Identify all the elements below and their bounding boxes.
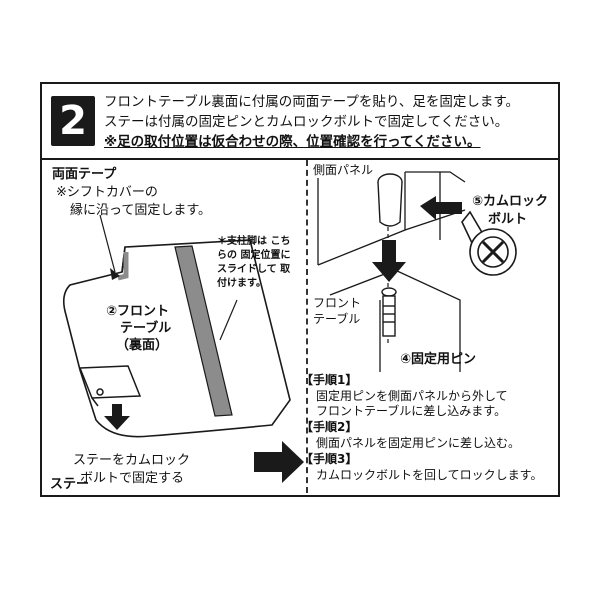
stay-cam-instruction-line-1: ステーをカムロック [73, 453, 191, 468]
side-panel-label: 側面パネル [313, 163, 374, 177]
header-line-2: ステーは付属の固定ピンとカムロックボルトで固定してください。 [104, 114, 509, 130]
left-arrow-icon [420, 196, 462, 220]
procedure-1-head: 【手順1】 [301, 373, 358, 387]
stay-arrow-icon [104, 404, 130, 430]
procedure-2-head: 【手順2】 [301, 420, 358, 434]
procedure-3-head: 【手順3】 [301, 452, 358, 466]
step-number-badge: 2 [51, 96, 95, 146]
right-arrow-icon [254, 441, 304, 483]
tape-note-line-1: ※シフトカバーの [56, 185, 158, 200]
procedure-3-line-1: カムロックボルトを回してロックします。 [316, 468, 543, 482]
procedure-1-line-1: 固定用ピンを側面パネルから外して [316, 389, 508, 403]
front-table-label-line-1: ②フロント [106, 304, 170, 319]
stay-bracket [78, 365, 142, 407]
pole-slide-strip [174, 245, 238, 417]
front-table-label: ②フロント テーブル （裏面） [106, 303, 171, 354]
center-divider [306, 160, 308, 493]
header-warning: ※足の取付位置は仮合わせの際、位置確認を行ってください。 [104, 134, 481, 150]
stay-cam-instruction-line-2: ボルトで固定する [80, 471, 185, 486]
stay-label: ステー [50, 477, 90, 492]
down-arrow-icon [372, 240, 406, 282]
procedure-2-line-1: 側面パネルを固定用ピンに差し込む。 [316, 436, 521, 450]
front-table-right-label-line-1: フロント [313, 296, 362, 310]
pin-socket-icon [377, 173, 403, 227]
cam-lock-bolt-icon [461, 210, 517, 276]
cam-bolt-label-line-1: ⑤カムロック [472, 194, 549, 209]
cam-bolt-label-line-2: ボルト [488, 212, 528, 227]
fixing-pin-icon [381, 287, 397, 337]
front-table-label-line-3: （裏面） [116, 338, 169, 353]
fixing-pin-label: ④固定用ピン [400, 352, 477, 367]
front-table-right-label: フロント テーブル [313, 295, 361, 327]
header-line-1: フロントテーブル裏面に付属の両面テープを貼り、足を固定します。 [104, 94, 519, 110]
tape-title: 両面テープ [52, 167, 117, 182]
double-sided-tape [99, 214, 129, 281]
pole-note: ＊支柱脚は こちらの 固定位置に スライドして 取付けます。 [217, 236, 291, 289]
tape-note-line-2: 縁に沿って固定します。 [70, 203, 212, 218]
front-table-right-label-line-2: テーブル [313, 312, 361, 326]
procedure-1-line-2: フロントテーブルに差し込みます。 [316, 404, 507, 418]
front-table-label-line-2: テーブル [120, 321, 172, 336]
header-divider [42, 158, 558, 160]
